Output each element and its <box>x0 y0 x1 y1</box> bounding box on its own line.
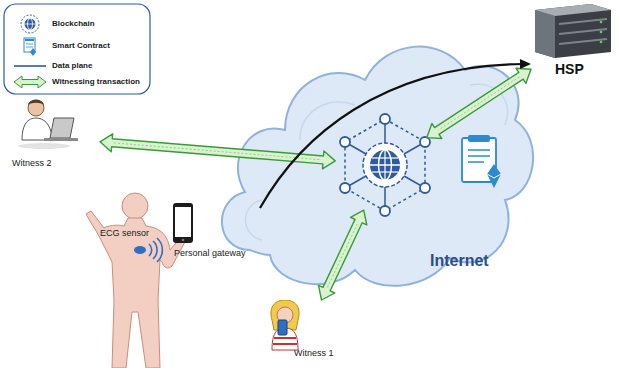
gateway-label: Personal gateway <box>174 248 246 258</box>
legend-text: Data plane <box>52 61 92 70</box>
sensor-label: ECG sensor <box>100 228 149 238</box>
witnessing-arrow <box>100 134 335 169</box>
arrow-hatch <box>439 77 520 130</box>
internet-cloud <box>222 47 533 286</box>
witness-label: Witness 2 <box>12 158 52 168</box>
data-plane-line <box>260 64 522 208</box>
smart-contract-icon <box>462 135 501 188</box>
legend-box <box>4 4 150 94</box>
cloud-label: Internet <box>430 252 489 270</box>
witness-label: Witness 1 <box>294 348 334 358</box>
arrowhead <box>520 59 531 69</box>
patient-body <box>86 193 186 368</box>
arrow-hatch <box>114 143 321 160</box>
server-icon <box>531 2 615 58</box>
witness-node: Witness 2 <box>8 96 100 180</box>
witnessing-connector <box>100 134 335 169</box>
legend-green-arrow <box>14 76 46 88</box>
server-label: HSP <box>555 61 584 77</box>
witnessing-arrow <box>427 68 531 138</box>
internet-cloud-node: Internet <box>225 30 525 300</box>
witnessing-connector <box>319 210 367 300</box>
server-node: HSP <box>531 2 617 80</box>
legend-data-line <box>14 65 46 67</box>
legend-text: Witnessing transaction <box>52 77 140 86</box>
legend-text: Blockchain <box>52 19 95 28</box>
legend-blockchain-icon <box>21 15 39 33</box>
gateway-node: Personal gateway <box>170 202 260 262</box>
data-plane-connector <box>260 59 531 208</box>
witness-icon <box>262 300 308 352</box>
witness-icon <box>14 96 84 152</box>
legend-contract-icon <box>24 38 36 56</box>
arrow-hatch <box>327 223 357 287</box>
blockchain-hub <box>340 114 430 216</box>
legend-text: Smart Contract <box>52 41 110 50</box>
witnessing-arrow <box>319 210 367 300</box>
witnessing-connector <box>427 68 531 138</box>
witness-node: Witness 1 <box>258 300 354 366</box>
phone-icon <box>172 202 194 244</box>
